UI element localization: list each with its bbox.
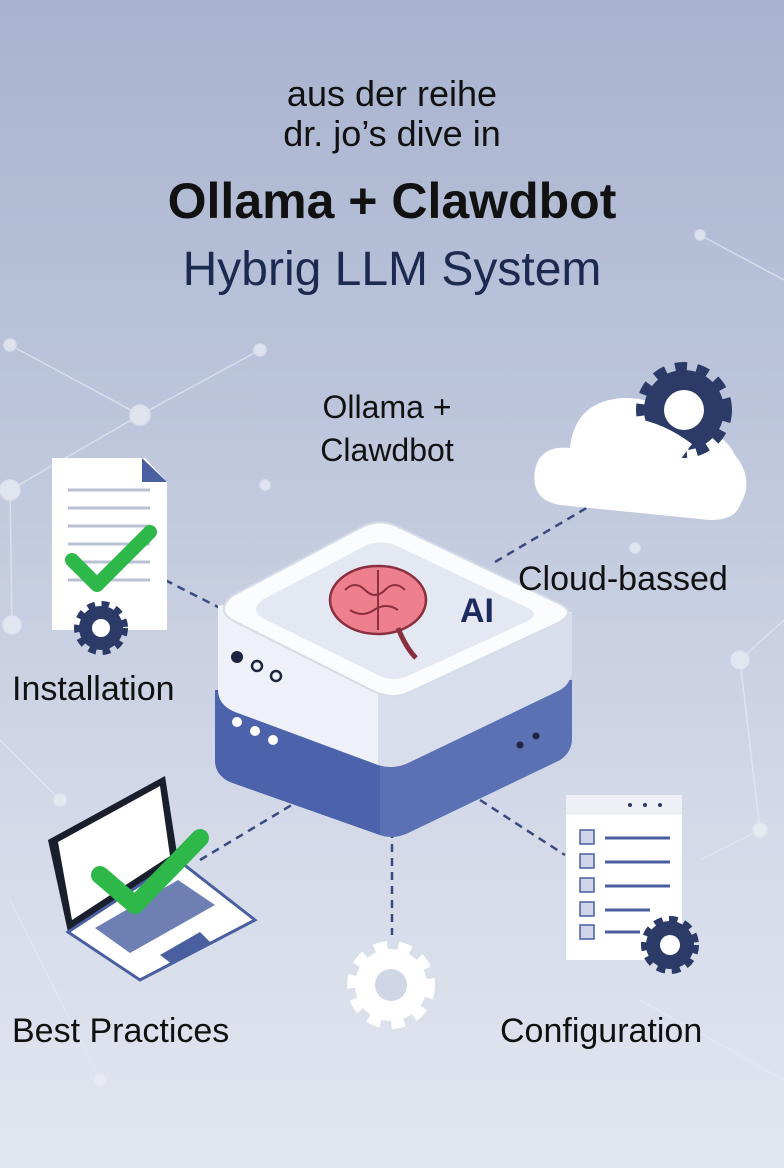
- gear-icon: [74, 601, 128, 655]
- center-label-line-1: Ollama +: [322, 389, 452, 425]
- center-label: Ollama + Clawdbot: [287, 386, 487, 472]
- label-configuration: Configuration: [500, 1012, 703, 1050]
- series-line-2: dr. jo’s dive in: [283, 113, 501, 154]
- page-subtitle: Hybrig LLM System: [182, 243, 602, 296]
- network-background: [0, 229, 784, 1087]
- connector-lines: [164, 498, 601, 935]
- configuration-checklist-icon: [566, 795, 699, 974]
- check-icon: [91, 829, 209, 914]
- center-label-line-2: Clawdbot: [320, 432, 454, 468]
- gear-icon: [641, 916, 699, 974]
- check-icon: [65, 525, 157, 592]
- label-cloud: Cloud-bassed: [518, 560, 728, 598]
- page-title: Ollama + Clawdbot: [167, 173, 617, 229]
- cloud-gear-icon: [534, 362, 747, 520]
- ai-server-icon: [215, 521, 572, 837]
- gear-icon: [347, 941, 435, 1029]
- label-best-practices: Best Practices: [12, 1012, 230, 1050]
- ai-badge: AI: [460, 592, 494, 630]
- series-line-1: aus der reihe: [286, 73, 498, 114]
- brain-icon: [328, 564, 428, 660]
- label-installation: Installation: [12, 670, 175, 708]
- laptop-icon: [48, 776, 258, 982]
- installation-document-icon: [52, 458, 167, 655]
